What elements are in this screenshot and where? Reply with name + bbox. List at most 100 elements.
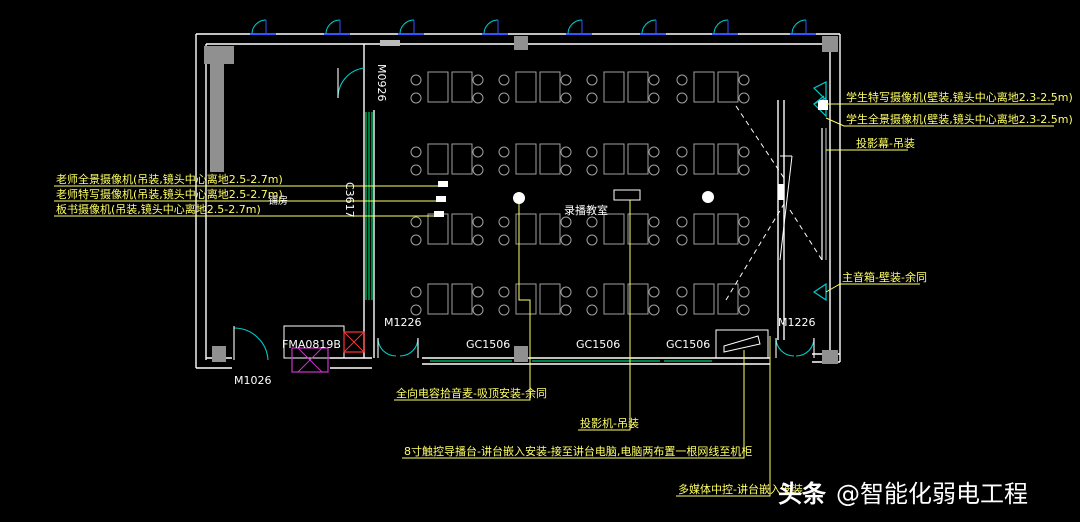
desk [717,213,739,245]
chair [560,74,572,86]
note-director-console: 8寸触控导播台-讲台嵌入安装-接至讲台电脑,电脑两布置一根网线至机柜 [404,444,752,458]
chair [586,164,598,176]
chair [560,216,572,228]
speaker-icons [812,95,827,302]
chair [498,146,510,158]
projector-icon [613,189,641,201]
chair [648,164,660,176]
chair [472,164,484,176]
window-label-gc3: GC1506 [666,338,710,351]
chair [676,216,688,228]
doors [233,67,815,361]
chair [676,304,688,316]
student-desks [410,71,750,316]
chair [410,216,422,228]
desk [539,213,561,245]
desk [539,283,561,315]
chair [472,146,484,158]
chair [586,286,598,298]
desk [515,283,537,315]
desk [717,143,739,175]
desk [451,213,473,245]
chair [410,164,422,176]
devices [434,81,828,302]
note-main-speaker: 主音箱-壁装-余同 [842,270,927,284]
desk [717,283,739,315]
desk [451,283,473,315]
leader-lines [54,103,1054,497]
chair [560,234,572,246]
mic-icon-left [513,192,525,204]
top-windows [250,19,816,35]
note-projector: 投影机-吊装 [580,416,639,430]
note-projection-screen: 投影幕-吊装 [856,136,915,150]
desk [627,213,649,245]
desk [539,71,561,103]
desk [427,283,449,315]
desk [693,71,715,103]
chair [472,92,484,104]
partition-window [365,112,373,300]
desk [539,143,561,175]
desk [603,71,625,103]
chair [498,92,510,104]
chair [648,216,660,228]
chair [560,164,572,176]
watermark-account: @智能化弱电工程 [836,479,1028,508]
door-label-top: M0926 [375,64,388,102]
chair [738,234,750,246]
chair [586,146,598,158]
chair [560,286,572,298]
chair [676,234,688,246]
desk [717,71,739,103]
desk [627,283,649,315]
desk [515,143,537,175]
chair [738,74,750,86]
note-teacher-closeup-cam: 老师特写摄像机(吊装,镜头中心离地2.5-2.7m) [56,187,283,201]
chair [498,234,510,246]
chair [676,164,688,176]
chair [676,146,688,158]
chair [676,74,688,86]
chair [472,304,484,316]
chair [498,286,510,298]
wall-columns [204,36,838,364]
chair [498,164,510,176]
desk [603,283,625,315]
plan-labels: 录播教室 铺房 M0926 C3617 M1026 M1226 M1226 GC… [234,64,816,387]
chair [410,74,422,86]
equipment-annotations: 老师全景摄像机(吊装,镜头中心离地2.5-2.7m) 老师特写摄像机(吊装,镜头… [56,90,1073,496]
desk [515,71,537,103]
note-student-closeup-cam: 学生特写摄像机(壁装,镜头中心离地2.3-2.5m) [846,90,1073,104]
desk [515,213,537,245]
watermark-brand: 头条 [778,479,826,508]
chair [738,286,750,298]
chair [410,234,422,246]
door-label-bottom-left: M1026 [234,374,272,387]
chair [560,146,572,158]
chair [648,146,660,158]
chair [472,74,484,86]
note-student-panorama-cam: 学生全景摄像机(壁装,镜头中心离地2.3-2.5m) [846,112,1073,126]
chair [560,92,572,104]
mic-icon-right [702,191,714,203]
chair [498,216,510,228]
desk [427,143,449,175]
desk [451,143,473,175]
chair [560,304,572,316]
chair [472,286,484,298]
note-blackboard-cam: 板书摄像机(吊装,镜头中心离地2.5-2.7m) [56,202,261,216]
desk [603,143,625,175]
chair [586,74,598,86]
chair [738,304,750,316]
chair [586,304,598,316]
chair [648,234,660,246]
chair [738,146,750,158]
watermark: 头条 @智能化弱电工程 [778,474,1028,508]
desk [603,213,625,245]
chair [738,216,750,228]
door-label-bottom-right: M1226 [778,316,816,329]
chair [648,304,660,316]
window-label-partition: C3617 [343,182,356,218]
